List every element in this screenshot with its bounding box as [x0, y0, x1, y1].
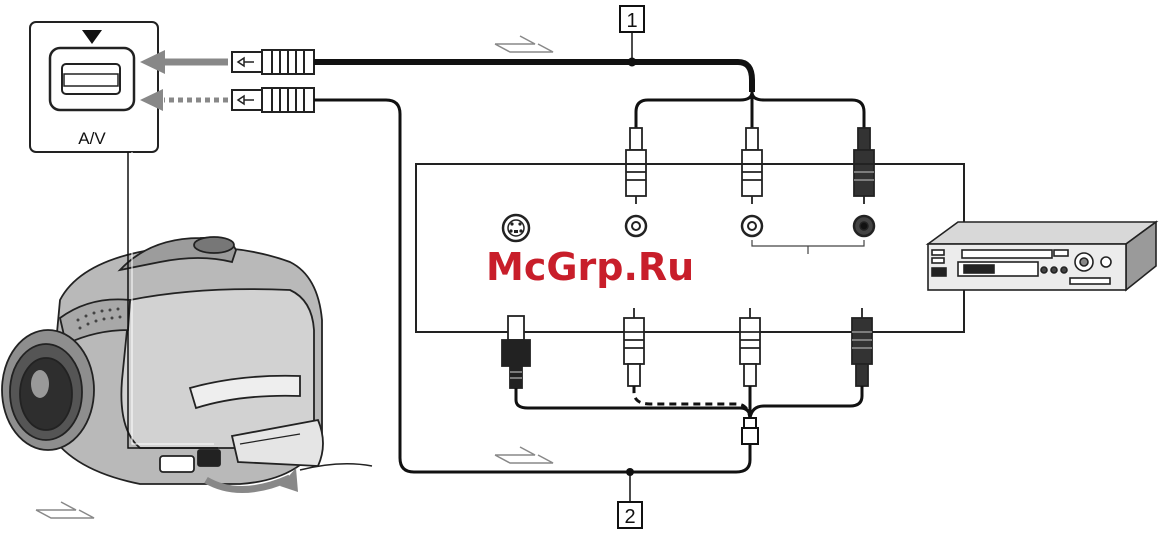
rca-plug-bottom-red: [852, 308, 872, 386]
av-port-label: A/V: [78, 129, 106, 148]
callout-2-label: 2: [624, 506, 635, 528]
av-plug-1: [232, 50, 314, 74]
s-video-plug: [502, 316, 530, 388]
rca-plug-top-red: [854, 128, 874, 204]
vcr-illustration: [928, 222, 1156, 290]
av-port-callout: A/V: [30, 22, 158, 152]
rca-jack-audio-right: [854, 216, 874, 236]
callout-1-label: 1: [626, 10, 637, 32]
callout-2: 2: [618, 472, 642, 528]
watermark-text: McGrp.Ru: [486, 245, 694, 289]
cable-2-flow-arrow: [495, 447, 553, 463]
rca-plug-bottom-yellow: [624, 308, 644, 386]
rca-plug-top-white: [742, 128, 762, 204]
cable-1-flow-arrow: [495, 36, 553, 52]
rca-plug-top-yellow: [626, 128, 646, 204]
camcorder-illustration: [2, 237, 372, 492]
rca-jack-video: [626, 216, 646, 236]
callout-1: 1: [620, 6, 644, 62]
audio-bracket: [752, 240, 864, 254]
s-video-jack-icon: [503, 215, 529, 241]
rca-jack-audio-left: [742, 216, 762, 236]
cable-1: [314, 58, 864, 128]
rca-plug-bottom-white: [740, 308, 760, 386]
av-plug-2: [232, 88, 314, 112]
camcorder-flow-arrow: [36, 502, 94, 518]
